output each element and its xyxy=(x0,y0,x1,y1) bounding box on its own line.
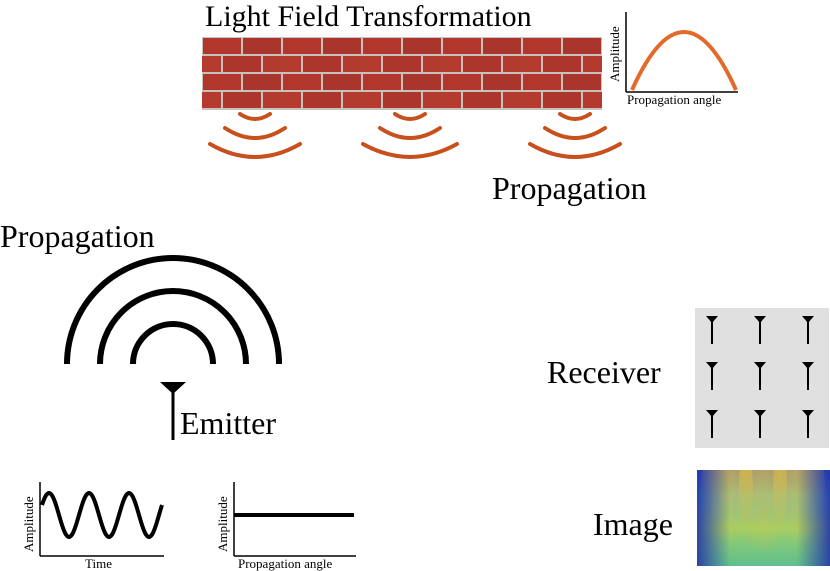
propagation-label-top: Propagation xyxy=(492,170,647,206)
receiver-antenna-icon xyxy=(706,410,718,438)
receiver-antenna-icon xyxy=(706,316,718,344)
time-plot-ylabel: Amplitude xyxy=(21,496,36,552)
angle-plot-xlabel: Propagation angle xyxy=(238,556,333,571)
emitter-wave-arcs xyxy=(64,255,282,365)
propagation-label-left: Propagation xyxy=(0,218,155,254)
top-plot-xlabel: Propagation angle xyxy=(627,92,722,107)
angle-amplitude-plot-top xyxy=(625,12,738,93)
emitter-label: Emitter xyxy=(180,405,276,441)
receiver-label: Receiver xyxy=(547,354,661,390)
receiver-antenna-icon xyxy=(802,316,814,344)
angle-plot-ylabel: Amplitude xyxy=(215,496,230,552)
receiver-antenna-icon xyxy=(802,410,814,438)
top-plot-ylabel: Amplitude xyxy=(607,26,622,82)
diagram-title: Light Field Transformation xyxy=(205,0,532,33)
image-label: Image xyxy=(593,506,673,542)
wall-emission-waves xyxy=(208,112,622,159)
receiver-antenna-icon xyxy=(754,316,766,344)
antenna-array-icon xyxy=(695,308,829,448)
angle-amplitude-plot-bottom xyxy=(233,482,356,557)
receiver-antenna-icon xyxy=(706,362,718,390)
brick-wall-icon xyxy=(202,37,602,110)
receiver-antenna-icon xyxy=(754,410,766,438)
time-plot-xlabel: Time xyxy=(85,556,112,571)
reconstructed-image xyxy=(697,470,830,566)
antenna-icon xyxy=(160,382,186,440)
receiver-antenna-icon xyxy=(802,362,814,390)
time-amplitude-plot xyxy=(39,482,164,557)
receiver-antenna-icon xyxy=(754,362,766,390)
